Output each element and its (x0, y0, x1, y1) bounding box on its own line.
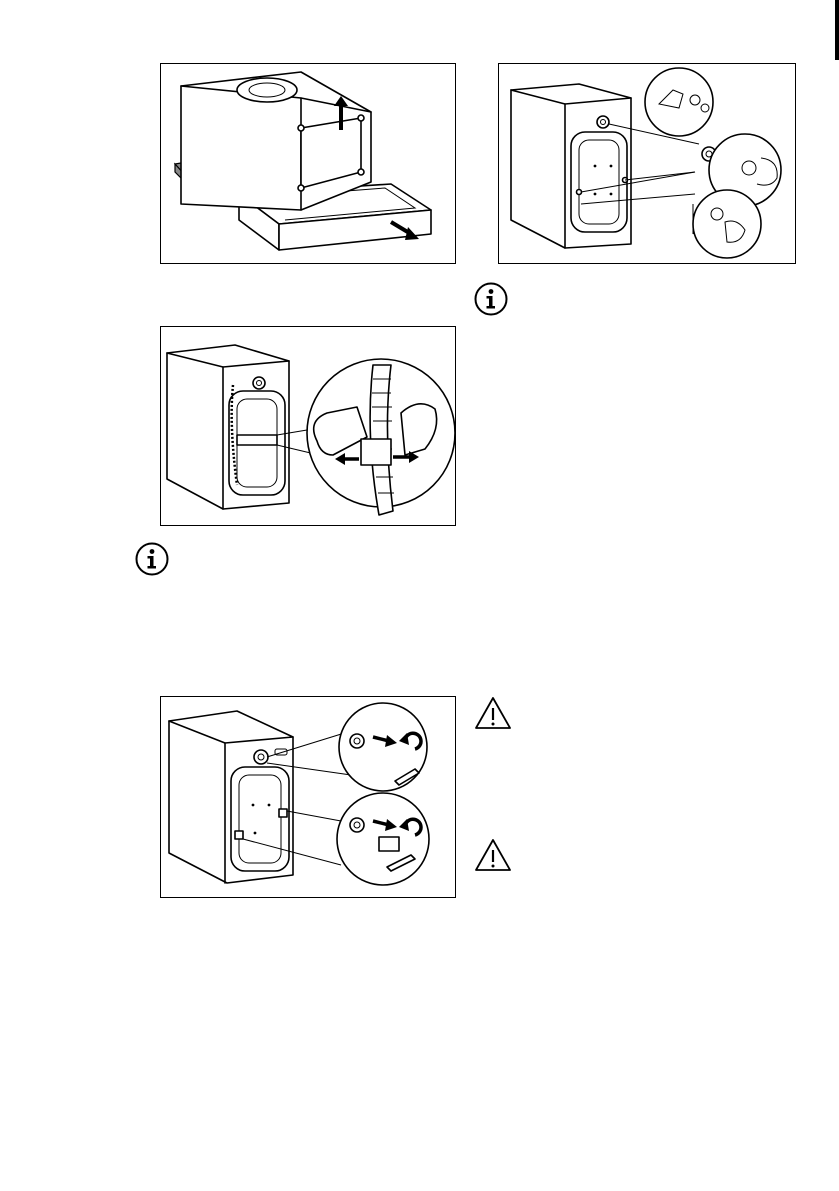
info-circle-icon (135, 542, 169, 576)
warning-triangle-icon (474, 838, 512, 872)
figure-remove-hose-clamp (160, 326, 456, 526)
transit-bolts-illustration (161, 697, 455, 897)
page-edge-marker (835, 0, 839, 60)
warning-triangle-icon (474, 696, 512, 730)
hose-clamp-illustration (161, 327, 455, 525)
figure-insert-plastic-caps (498, 63, 796, 264)
info-circle-icon (474, 282, 508, 316)
plastic-caps-illustration (499, 64, 795, 263)
figure-remove-transit-bolts (160, 696, 456, 898)
figure-remove-packaging-base (160, 63, 456, 264)
packaging-base-illustration (161, 64, 455, 263)
